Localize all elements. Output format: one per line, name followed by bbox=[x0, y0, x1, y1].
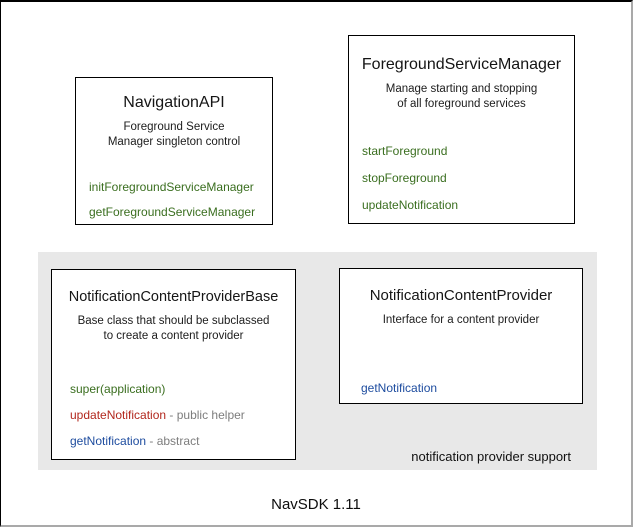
method-label: super(application) bbox=[70, 382, 166, 396]
class-box-notification-content-provider-base: NotificationContentProviderBase Base cla… bbox=[51, 269, 296, 460]
class-box-navigation-api: NavigationAPI Foreground Service Manager… bbox=[75, 77, 273, 225]
class-description: Base class that should be subclassed to … bbox=[52, 314, 295, 344]
group-label: notification provider support bbox=[411, 449, 571, 464]
description-line: Manage starting and stopping bbox=[385, 83, 538, 95]
class-box-notification-content-provider: NotificationContentProvider Interface fo… bbox=[339, 268, 583, 404]
method-initforegroundservicemanager: initForegroundServiceManager bbox=[89, 180, 254, 194]
class-box-foreground-service-manager: ForegroundServiceManager Manage starting… bbox=[348, 35, 575, 224]
description-line: Foreground Service bbox=[123, 121, 225, 133]
method-suffix: - abstract bbox=[146, 434, 200, 448]
description-line: of all foreground services bbox=[397, 98, 526, 110]
class-title: NotificationContentProviderBase bbox=[68, 289, 279, 305]
class-description: Manage starting and stopping of all fore… bbox=[349, 82, 574, 112]
method-getnotification: getNotification - abstract bbox=[70, 434, 295, 448]
description-line: Base class that should be subclassed bbox=[77, 315, 270, 327]
description-line: to create a content provider bbox=[103, 330, 244, 342]
class-description: Foreground Service Manager singleton con… bbox=[76, 120, 272, 150]
method-label: updateNotification bbox=[70, 408, 167, 422]
class-description: Interface for a content provider bbox=[340, 313, 582, 328]
class-title: ForegroundServiceManager bbox=[361, 56, 562, 73]
method-getforegroundservicemanager: getForegroundServiceManager bbox=[89, 205, 256, 219]
class-title: NavigationAPI bbox=[123, 94, 225, 111]
description-line: Manager singleton control bbox=[107, 136, 241, 148]
method-getnotification: getNotification bbox=[361, 381, 438, 395]
method-super-application: super(application) bbox=[70, 382, 295, 396]
method-stopforeground: stopForeground bbox=[362, 171, 447, 185]
method-label: getNotification bbox=[70, 434, 147, 448]
method-startforeground: startForeground bbox=[362, 144, 448, 158]
method-suffix: - public helper bbox=[166, 408, 245, 422]
class-title: NotificationContentProvider bbox=[369, 287, 553, 304]
description-line: Interface for a content provider bbox=[382, 314, 540, 326]
method-updatenotification: updateNotification bbox=[362, 198, 459, 212]
method-updatenotification: updateNotification - public helper bbox=[70, 408, 295, 422]
diagram-caption: NavSDK 1.11 bbox=[271, 496, 361, 513]
